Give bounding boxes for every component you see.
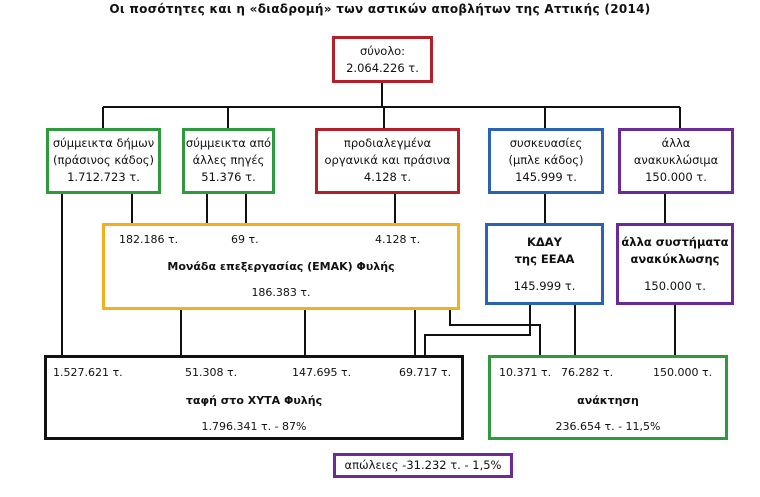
other-systems-label: ανακύκλωσης (630, 252, 720, 266)
source-packaging-box: συσκευασίες (μπλε κάδος) 145.999 τ. (488, 128, 604, 194)
emak-name: Μονάδα επεξεργασίας (ΕΜΑΚ) Φυλής (167, 260, 395, 273)
source-label: άλλα (661, 136, 691, 150)
kdau-box: ΚΔΑΥ της ΕΕΑΑ 145.999 τ. (485, 223, 604, 305)
recovery-box: 10.371 τ. 76.282 τ. 150.000 τ. ανάκτηση … (488, 355, 728, 440)
recovery-input-1: 10.371 τ. (499, 366, 552, 379)
source-label: (πράσινος κάδος) (52, 153, 154, 167)
losses-box: απώλειες -31.232 τ. - 1,5% (333, 453, 513, 478)
recovery-name: ανάκτηση (577, 394, 639, 407)
source-other-recyclables-box: άλλα ανακυκλώσιμα 150.000 τ. (618, 128, 734, 194)
source-label: ανακυκλώσιμα (633, 153, 719, 167)
landfill-value: 1.796.341 τ. - 87% (201, 420, 307, 433)
source-label: σύμμεικτα δήμων (52, 136, 155, 150)
other-systems-label: άλλα συστήματα (621, 235, 729, 249)
landfill-box: 1.527.621 τ. 51.308 τ. 147.695 τ. 69.717… (44, 355, 464, 440)
recovery-input-2: 76.282 τ. (561, 366, 614, 379)
source-value: 4.128 τ. (363, 170, 412, 184)
other-systems-value: 150.000 τ. (644, 279, 706, 293)
source-presorted-organic-box: προδιαλεγμένα οργανικά και πράσινα 4.128… (315, 128, 460, 194)
source-label: προδιαλεγμένα (343, 136, 432, 150)
source-label: συσκευασίες (509, 136, 583, 150)
source-other-mixed-box: σύμμεικτα από άλλες πηγές 51.376 τ. (182, 128, 275, 194)
landfill-input-3: 147.695 τ. (292, 366, 352, 379)
source-municipal-mixed-box: σύμμεικτα δήμων (πράσινος κάδος) 1.712.7… (46, 128, 161, 194)
source-value: 145.999 τ. (515, 170, 577, 184)
kdau-value: 145.999 τ. (513, 279, 576, 293)
source-label: σύμμεικτα από (185, 136, 272, 150)
source-label: (μπλε κάδος) (508, 153, 584, 167)
recovery-input-3: 150.000 τ. (653, 366, 713, 379)
emak-input-3: 4.128 τ. (375, 233, 421, 246)
emak-input-2: 69 τ. (231, 233, 259, 246)
kdau-label: της ΕΕΑΑ (514, 252, 575, 266)
losses-label: απώλειες -31.232 τ. - 1,5% (344, 458, 502, 472)
landfill-name: ταφή στο ΧΥΤΑ Φυλής (185, 394, 323, 407)
total-box: σύνολο: 2.064.226 τ. (332, 36, 433, 83)
total-label: σύνολο: (359, 44, 406, 58)
source-value: 51.376 τ. (201, 170, 256, 184)
recovery-value: 236.654 τ. - 11,5% (555, 420, 661, 433)
landfill-input-4: 69.717 τ. (399, 366, 452, 379)
source-label: άλλες πηγές (192, 153, 265, 167)
diagram-title: Οι ποσότητες και η «διαδρομή» των αστικώ… (109, 2, 651, 16)
landfill-input-1: 1.527.621 τ. (53, 366, 123, 379)
source-value: 1.712.723 τ. (67, 170, 140, 184)
kdau-label: ΚΔΑΥ (526, 235, 563, 249)
source-label: οργανικά και πράσινα (324, 153, 451, 167)
emak-value: 186.383 τ. (251, 286, 311, 299)
landfill-input-2: 51.308 τ. (185, 366, 238, 379)
emak-box: 182.186 τ. 69 τ. 4.128 τ. Μονάδα επεξεργ… (102, 223, 460, 310)
emak-input-1: 182.186 τ. (119, 233, 179, 246)
other-systems-box: άλλα συστήματα ανακύκλωσης 150.000 τ. (616, 223, 734, 305)
total-value: 2.064.226 τ. (346, 61, 419, 75)
source-value: 150.000 τ. (645, 170, 707, 184)
